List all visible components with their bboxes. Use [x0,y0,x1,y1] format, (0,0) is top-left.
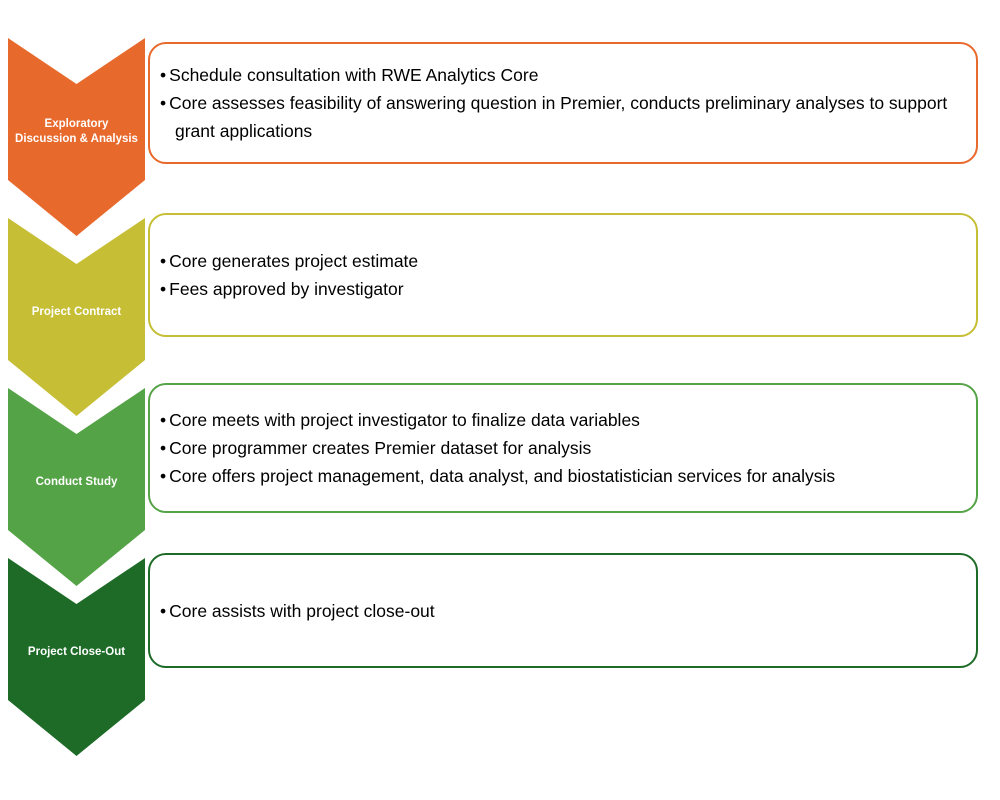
bullet-item: Core assists with project close-out [160,597,435,625]
bullet-item: Core assesses feasibility of answering q… [160,89,950,145]
bullet-list: Core generates project estimate Fees app… [160,247,418,303]
chevron-down-icon [8,218,145,416]
bullet-list: Core meets with project investigator to … [160,406,835,490]
stage-chevron-1: Exploratory Discussion & Analysis [8,38,145,236]
bullet-list: Schedule consultation with RWE Analytics… [160,61,950,145]
stage-detail-box-1: Schedule consultation with RWE Analytics… [148,42,978,164]
chevron-down-icon [8,558,145,756]
bullet-item: Core meets with project investigator to … [160,406,835,434]
stage-label: Exploratory Discussion & Analysis [15,118,138,145]
bullet-list: Core assists with project close-out [160,597,435,625]
bullet-item: Core offers project management, data ana… [160,462,835,490]
chevron-down-icon [8,38,145,236]
stage-detail-box-4: Core assists with project close-out [148,553,978,668]
stage-label: Project Close-Out [27,645,126,658]
stage-arrow-shape [8,218,145,416]
stage-arrow-shape [8,38,145,236]
stage-chevron-2: Project Contract [8,218,145,416]
stage-label: Project Contract [31,305,122,318]
chevron-down-icon [8,388,145,586]
stage-arrow-shape [8,558,145,756]
bullet-item: Core generates project estimate [160,247,418,275]
stage-detail-box-2: Core generates project estimate Fees app… [148,213,978,337]
stage-chevron-3: Conduct Study [8,388,145,586]
stage-chevron-4: Project Close-Out [8,558,145,756]
bullet-item: Core programmer creates Premier dataset … [160,434,835,462]
stage-detail-box-3: Core meets with project investigator to … [148,383,978,513]
stage-arrow-shape [8,388,145,586]
stage-label: Conduct Study [35,475,118,488]
bullet-item: Fees approved by investigator [160,275,418,303]
bullet-item: Schedule consultation with RWE Analytics… [160,61,950,89]
